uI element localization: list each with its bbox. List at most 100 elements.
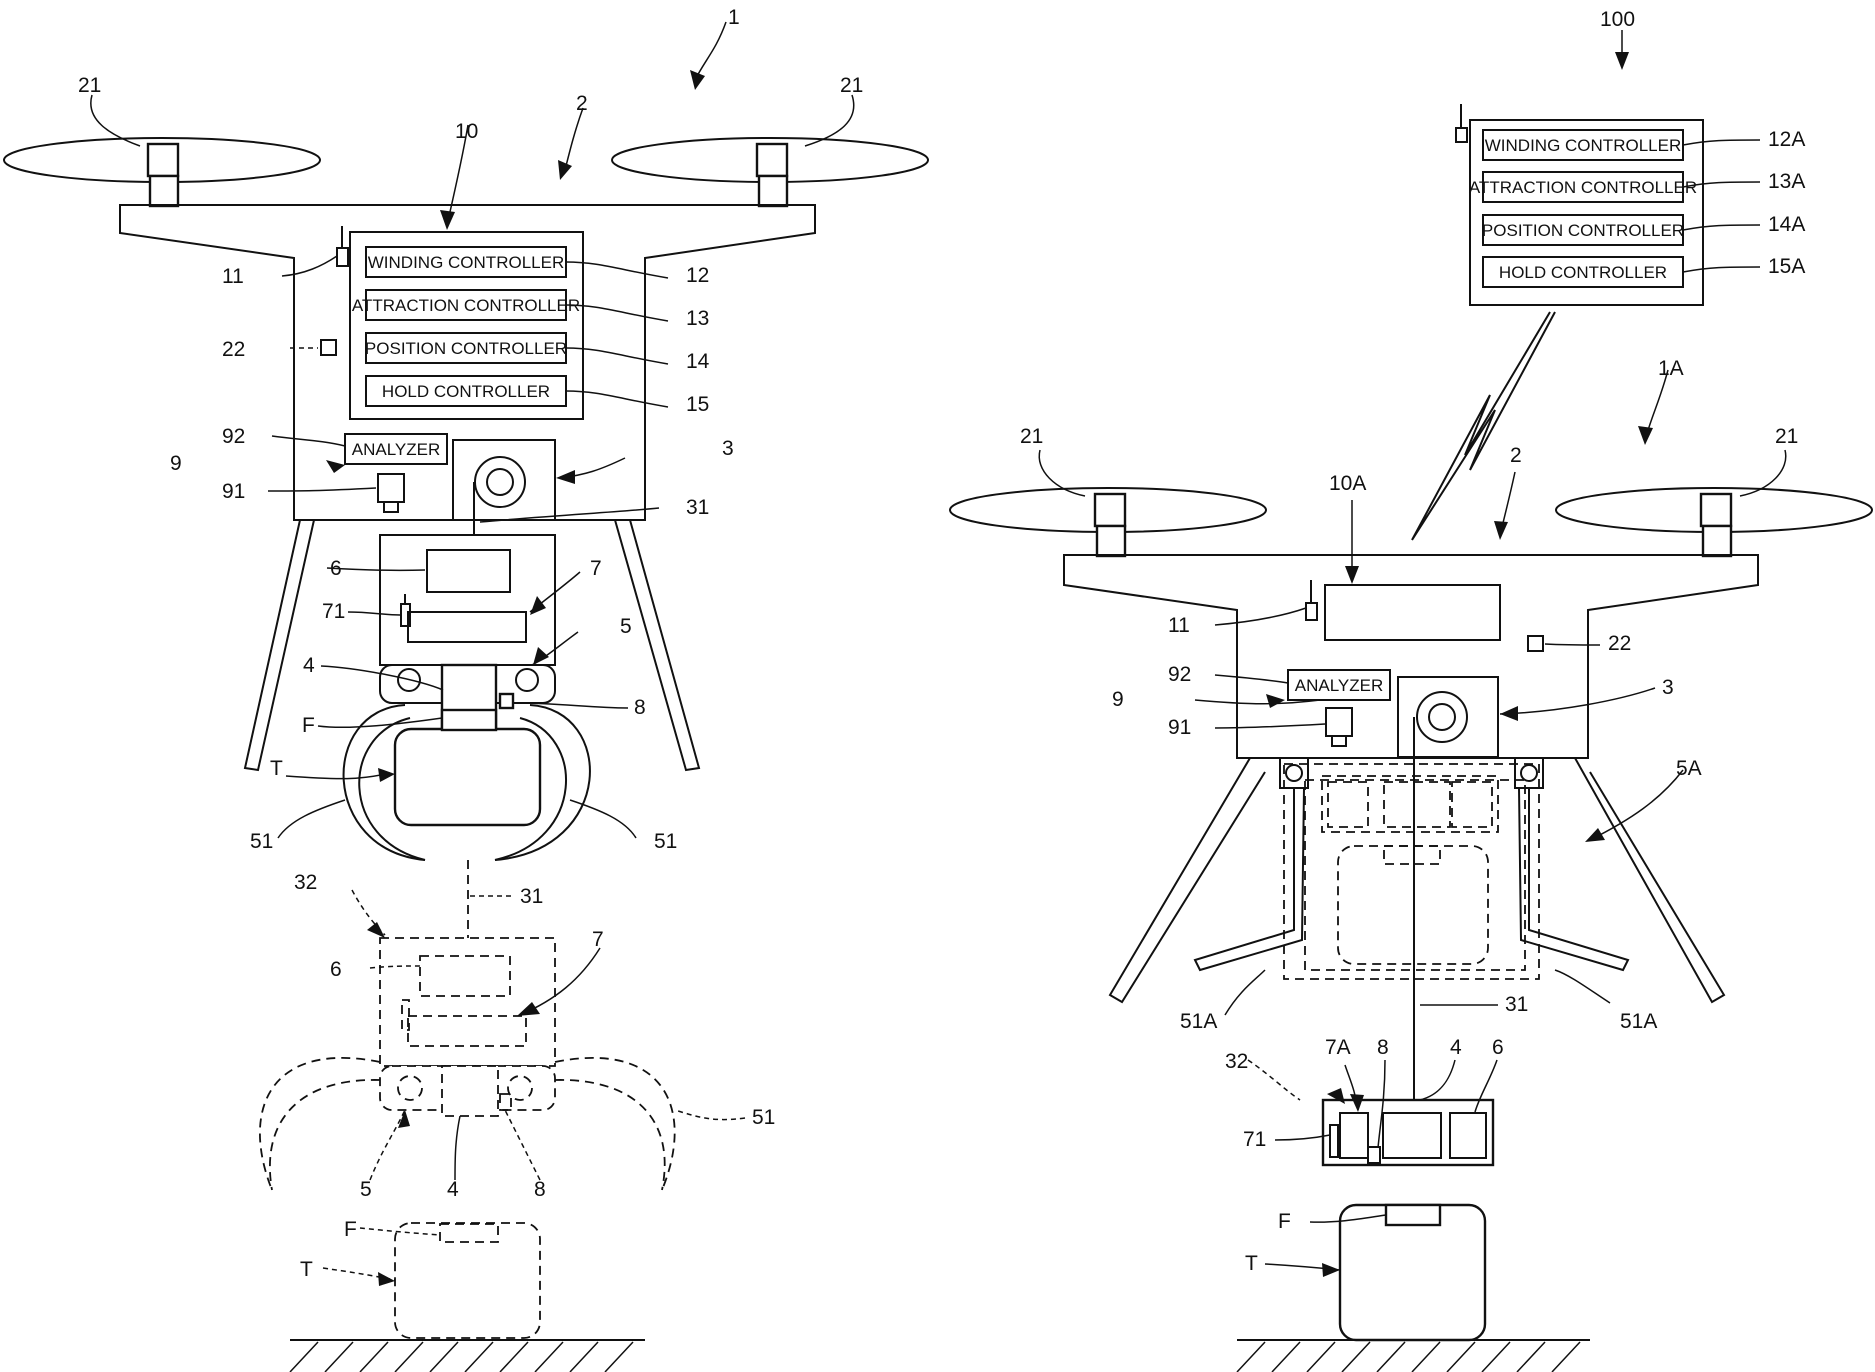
left-propeller-left <box>3 137 321 208</box>
ref-left-hold-unit: 5 <box>620 615 632 638</box>
ref-left-arm-right: 51 <box>654 830 677 853</box>
right-analyzer: ANALYZER <box>1287 669 1391 701</box>
ref-right-lowered-unit: 32 <box>1225 1050 1248 1073</box>
ref-left-hold-unit-lowered: 5 <box>360 1178 372 1201</box>
left-hold-controller: HOLD CONTROLLER <box>365 375 567 407</box>
ref-left-ctrl-hold: 15 <box>686 393 709 416</box>
ref-right-antenna: 11 <box>1168 614 1190 637</box>
right-ground <box>1236 1339 1590 1372</box>
ref-right-sensor: 22 <box>1608 632 1631 655</box>
ref-right-comm-unit: 7A <box>1325 1036 1351 1059</box>
svg-text:WINDING CONTROLLER: WINDING CONTROLLER <box>1485 136 1681 155</box>
left-ground <box>289 1339 645 1372</box>
right-remote-controller-box <box>1469 119 1704 306</box>
svg-text:WINDING CONTROLLER: WINDING CONTROLLER <box>368 253 564 272</box>
left-analyzer: ANALYZER <box>344 433 448 465</box>
ref-right-winch: 3 <box>1662 676 1674 699</box>
ref-left-camera: 91 <box>222 480 245 503</box>
left-drone-body <box>119 204 816 521</box>
ref-right-battery: 6 <box>1492 1036 1504 1059</box>
left-arrowheads <box>326 70 705 1286</box>
ref-right-fastener: F <box>1278 1210 1291 1233</box>
ref-left-comm-unit-lowered: 7 <box>592 928 604 951</box>
left-hold-unit-upper <box>342 534 591 861</box>
ref-left-attraction-lowered: 4 <box>447 1178 459 1201</box>
right-propeller-right <box>1555 487 1873 558</box>
ref-left-lowered-unit: 32 <box>294 871 317 894</box>
svg-text:ATTRACTION CONTROLLER: ATTRACTION CONTROLLER <box>1469 178 1697 197</box>
ref-left-controller: 10 <box>455 120 478 143</box>
left-sensor-icon <box>320 339 337 356</box>
ref-left-ctrl-attraction: 13 <box>686 307 709 330</box>
ref-left-battery: 6 <box>330 557 342 580</box>
left-drone-legs <box>243 519 701 772</box>
right-lowered-unit <box>1321 1098 1495 1167</box>
ref-left-ctrl-winding: 12 <box>686 264 709 287</box>
ref-left-fastener-ground: F <box>344 1218 357 1241</box>
left-controller-box <box>349 231 584 420</box>
ref-left-device: 1 <box>728 6 740 29</box>
ref-left-ctrl-position: 14 <box>686 350 710 373</box>
right-controller-antenna-icon <box>1305 602 1318 621</box>
svg-text:ANALYZER: ANALYZER <box>352 440 441 459</box>
ref-left-comm-unit: 7 <box>590 557 602 580</box>
ref-right-ctrl-winding: 12A <box>1768 128 1805 151</box>
ref-right-detector: 8 <box>1377 1036 1389 1059</box>
right-wireless-link <box>1411 311 1556 541</box>
ref-right-controller: 10A <box>1329 472 1366 495</box>
ref-left-propeller-right: 21 <box>840 74 863 97</box>
right-sensor-icon <box>1527 635 1544 652</box>
ref-left-body: 2 <box>576 92 588 115</box>
left-winding-controller: WINDING CONTROLLER <box>365 246 567 278</box>
left-figure: WINDING CONTROLLER ATTRACTION CONTROLLER… <box>3 6 929 1372</box>
ref-right-comm-antenna: 71 <box>1243 1128 1266 1151</box>
ref-right-wire: 31 <box>1505 993 1528 1016</box>
ref-right-device: 1A <box>1658 357 1684 380</box>
ref-right-arm-right: 51A <box>1620 1010 1657 1033</box>
left-camera-icon <box>377 473 405 513</box>
ref-right-hold-unit: 5A <box>1676 757 1702 780</box>
left-leaders <box>90 21 855 1281</box>
right-propeller-left <box>949 487 1267 558</box>
ref-left-analyzer-unit: 9 <box>170 452 182 475</box>
ref-left-winch: 3 <box>722 437 734 460</box>
left-controller-antenna-icon <box>336 247 349 267</box>
svg-text:ANALYZER: ANALYZER <box>1295 676 1384 695</box>
right-arrowheads <box>1266 52 1653 1277</box>
right-attraction-controller: ATTRACTION CONTROLLER <box>1469 171 1697 203</box>
ref-left-wire-lowered: 31 <box>520 885 543 908</box>
right-camera-icon <box>1325 707 1353 747</box>
right-winch <box>1397 676 1499 1100</box>
ref-right-analyzer: 92 <box>1168 663 1191 686</box>
left-propeller-right <box>611 137 929 208</box>
left-attraction-controller: ATTRACTION CONTROLLER <box>352 289 580 321</box>
ref-left-arm-lowered: 51 <box>752 1106 775 1129</box>
left-lowered-unit <box>259 937 676 1191</box>
right-drone-body <box>1063 554 1759 759</box>
right-winding-controller: WINDING CONTROLLER <box>1482 129 1684 161</box>
right-hold-unit <box>1108 757 1726 1004</box>
left-target-on-ground <box>394 1222 541 1339</box>
ref-left-analyzer: 92 <box>222 425 245 448</box>
ref-left-wire: 31 <box>686 496 709 519</box>
right-target-on-ground <box>1338 1203 1487 1342</box>
svg-text:ATTRACTION CONTROLLER: ATTRACTION CONTROLLER <box>352 296 580 315</box>
right-controller-box <box>1324 584 1501 641</box>
ref-right-target: T <box>1245 1252 1258 1275</box>
ref-left-fastener: F <box>302 714 315 737</box>
ref-right-propeller-right: 21 <box>1775 425 1798 448</box>
ref-left-battery-lowered: 6 <box>330 958 342 981</box>
ref-left-sensor: 22 <box>222 338 245 361</box>
right-position-controller: POSITION CONTROLLER <box>1482 214 1684 246</box>
ref-left-comm-antenna: 71 <box>322 600 345 623</box>
ref-right-ctrl-hold: 15A <box>1768 255 1805 278</box>
ref-right-ctrl-attraction: 13A <box>1768 170 1805 193</box>
ref-right-camera: 91 <box>1168 716 1191 739</box>
ref-left-propeller-left: 21 <box>78 74 101 97</box>
ref-right-arm-left: 51A <box>1180 1010 1217 1033</box>
ref-right-ctrl-position: 14A <box>1768 213 1805 236</box>
ref-left-antenna: 11 <box>222 265 244 288</box>
right-remote-antenna-icon <box>1455 127 1468 143</box>
left-position-controller: POSITION CONTROLLER <box>365 332 567 364</box>
